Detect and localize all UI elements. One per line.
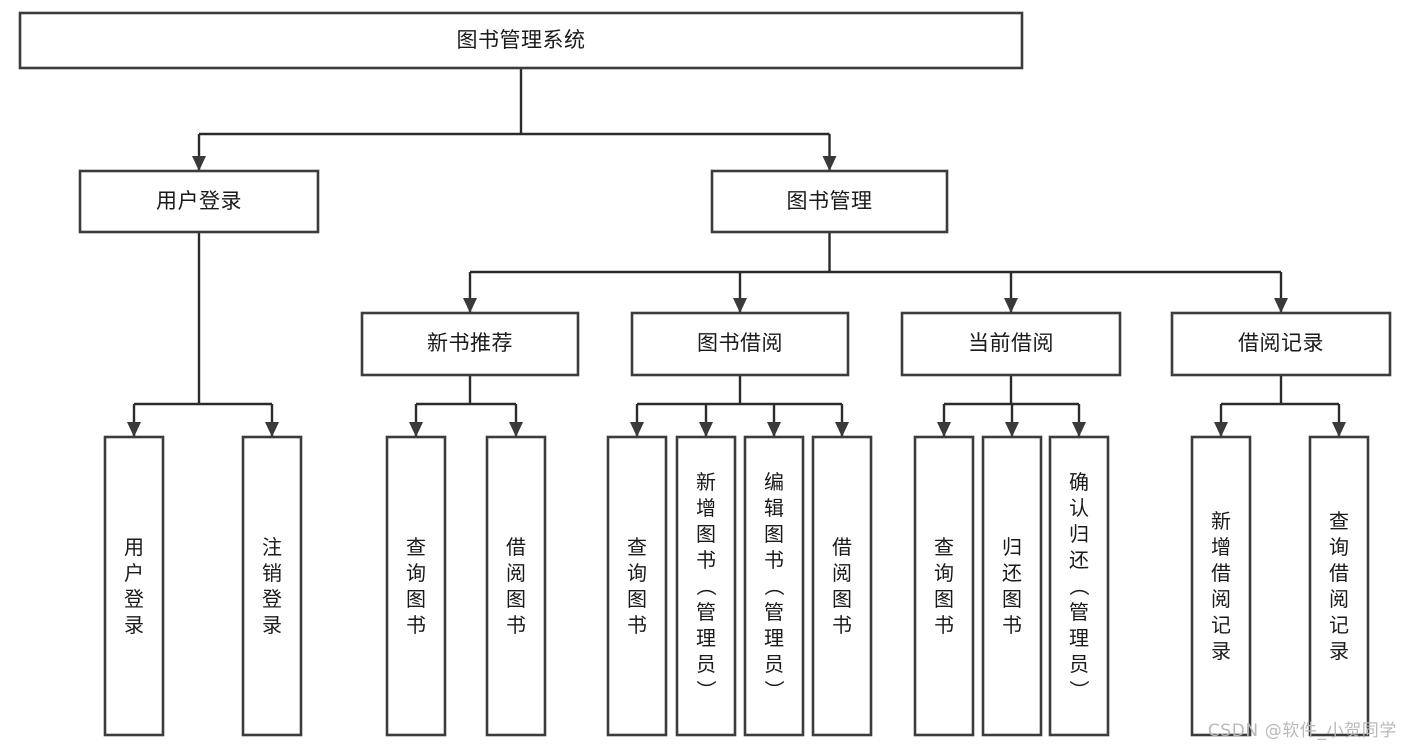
arrow-head: [1332, 422, 1346, 437]
arrow-head: [1274, 298, 1288, 313]
node-box-leaf-return-book[interactable]: [981, 435, 1043, 737]
arrow-head: [835, 422, 849, 437]
node-box-leaf-user-login[interactable]: [103, 435, 165, 737]
node-box-leaf-borrow-book-1[interactable]: [485, 435, 547, 737]
arrow-head: [509, 422, 523, 437]
arrow-head: [630, 422, 644, 437]
arrow-head: [409, 422, 423, 437]
arrow-head: [1072, 422, 1086, 437]
node-box-leaf-query-record[interactable]: [1308, 435, 1370, 737]
node-box-leaf-query-book-3[interactable]: [913, 435, 975, 737]
node-box-current[interactable]: [900, 311, 1122, 377]
connector-layer: [127, 68, 1346, 437]
node-box-leaf-query-book-1[interactable]: [385, 435, 447, 737]
arrow-head: [699, 422, 713, 437]
node-box-records[interactable]: [1170, 311, 1392, 377]
arrow-head: [937, 422, 951, 437]
node-box-borrow[interactable]: [630, 311, 850, 377]
arrow-head: [463, 298, 477, 313]
arrow-head: [1214, 422, 1228, 437]
node-box-leaf-add-book[interactable]: [675, 435, 737, 737]
node-box-leaf-query-book-2[interactable]: [606, 435, 668, 737]
node-box-leaf-user-logout[interactable]: [241, 435, 303, 737]
node-box-layer: [18, 11, 1392, 737]
arrow-head: [767, 422, 781, 437]
arrow-head: [192, 156, 206, 171]
arrow-head: [127, 422, 141, 437]
node-box-leaf-add-record[interactable]: [1190, 435, 1252, 737]
arrow-head: [822, 156, 837, 171]
node-box-leaf-borrow-book-2[interactable]: [811, 435, 873, 737]
arrow-head: [1005, 422, 1019, 437]
arrow-head: [265, 422, 279, 437]
arrow-head: [733, 298, 747, 313]
node-box-login[interactable]: [78, 169, 320, 234]
node-box-leaf-confirm-return[interactable]: [1048, 435, 1110, 737]
node-box-leaf-edit-book[interactable]: [743, 435, 805, 737]
node-box-root[interactable]: [18, 11, 1024, 70]
node-box-newbook[interactable]: [360, 311, 580, 377]
node-box-bookmgr[interactable]: [710, 169, 949, 234]
watermark-text: CSDN @软件_小贺同学: [1207, 721, 1397, 741]
arrow-head: [1004, 298, 1018, 313]
